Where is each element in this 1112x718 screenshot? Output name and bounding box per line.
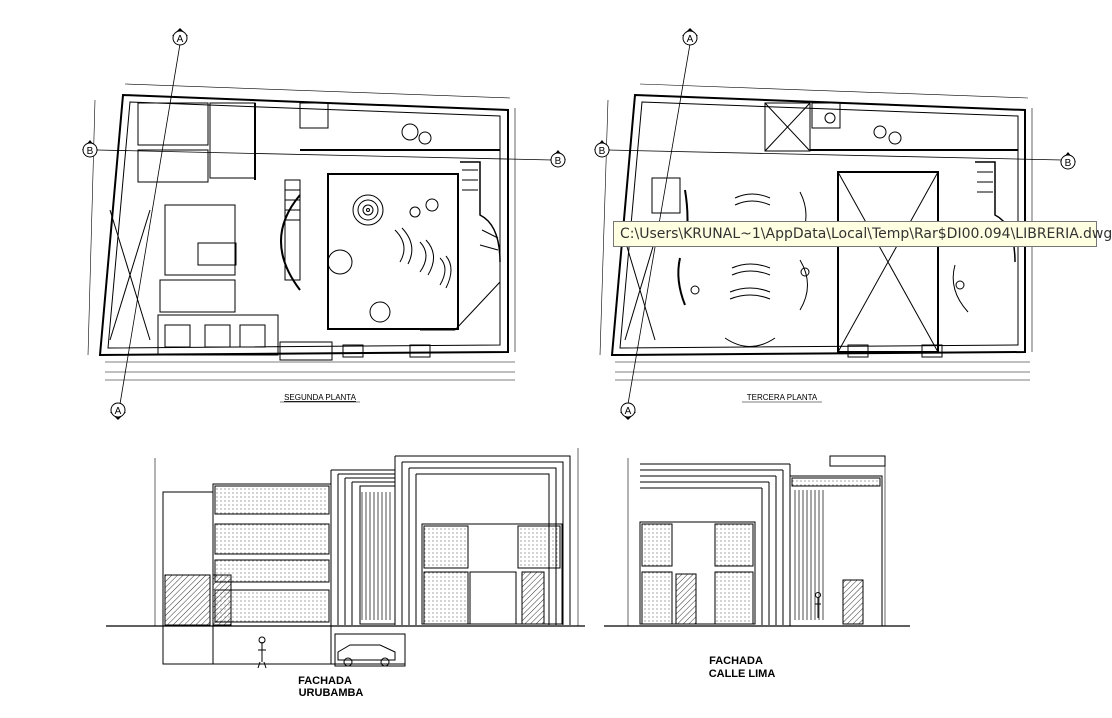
axis-marker-label: A [625,406,632,417]
axis-marker-label: B [599,146,606,157]
axis-marker-label: A [115,406,122,417]
third-floor-plan [599,83,1033,381]
urubamba-facade-elevation [106,448,585,669]
second-floor-axis-lines [96,43,553,405]
axis-marker-b-left-left: B [82,140,98,158]
axis-marker-label: A [687,34,694,45]
axis-marker-a-top-right: A [682,28,698,46]
second-floor-title: SEGUNDA PLANTA [284,393,357,402]
urubamba-title-line1: FACHADA [298,675,352,687]
urubamba-title-line2: URUBAMBA [299,687,364,699]
axis-marker-b-left-right: B [550,150,566,168]
axis-marker-a-top-left: A [172,28,188,46]
axis-marker-b-right-left: B [594,140,610,158]
second-floor-plan [87,83,516,381]
axis-marker-label: B [555,156,562,167]
axis-marker-a-bottom-right: A [620,402,636,420]
calle-lima-title-line1: FACHADA [709,655,763,667]
axis-marker-label: B [87,146,94,157]
axis-marker-a-bottom-left: A [110,402,126,420]
calle-lima-facade-elevation [604,455,910,627]
file-path-tooltip: C:\Users\KRUNAL~1\AppData\Local\Temp\Rar… [613,221,1112,247]
axis-marker-label: A [177,34,184,45]
axis-marker-b-right-right: B [1060,152,1076,170]
third-floor-title: TERCERA PLANTA [747,393,818,402]
axis-marker-label: B [1065,158,1072,169]
calle-lima-title-line2: CALLE LIMA [709,668,776,680]
